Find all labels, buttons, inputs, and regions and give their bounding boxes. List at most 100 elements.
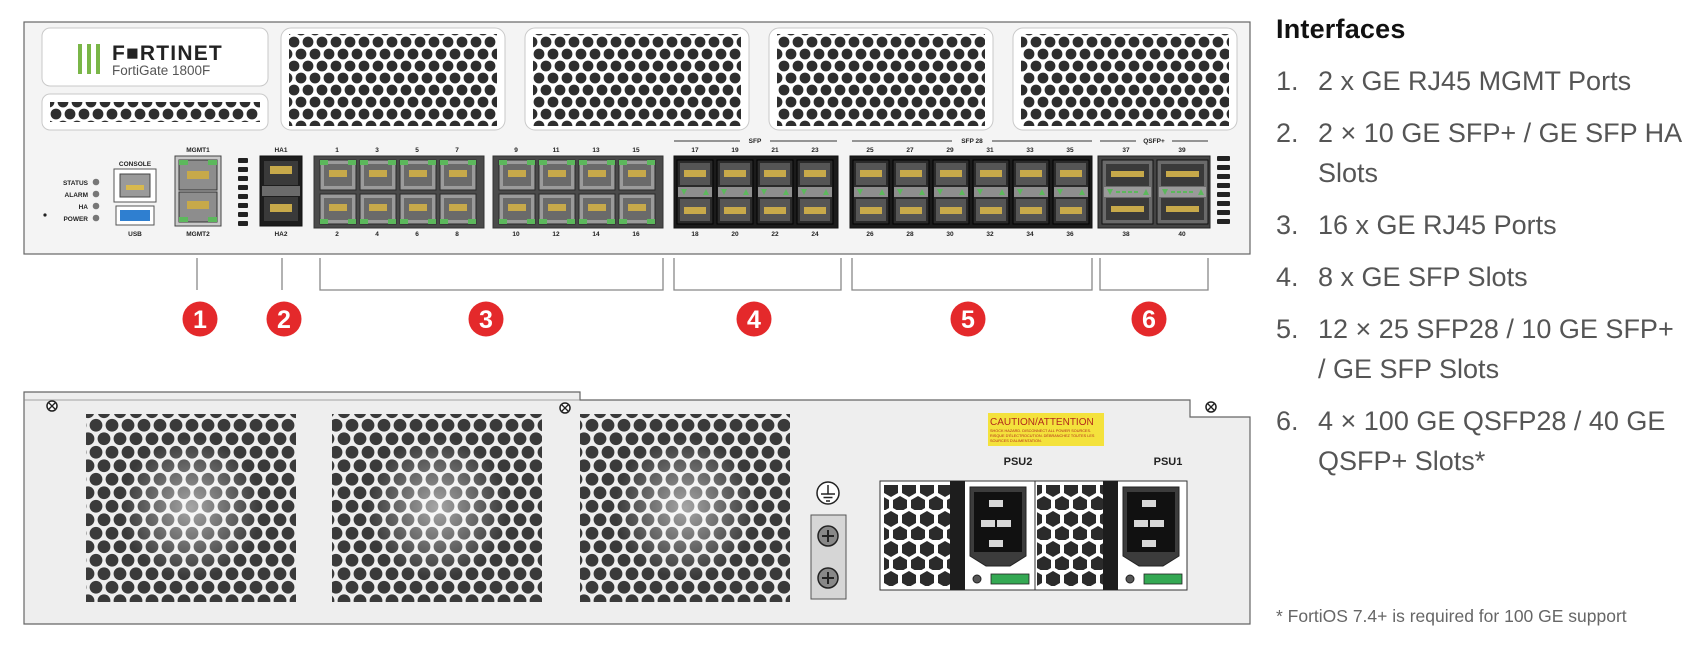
port-label: 32 [986, 231, 994, 238]
item-label: 8 x GE SFP Slots [1318, 262, 1528, 292]
sfp-group-label: SFP [749, 138, 762, 145]
mgmt1-label: MGMT1 [186, 147, 210, 154]
rj45-port [538, 159, 576, 191]
item-number: 1. [1276, 66, 1299, 96]
caution-label: CAUTION/ATTENTION SHOCK HAZARD. DISCONNE… [988, 413, 1104, 446]
sfp-cage [756, 159, 794, 225]
port-label: 12 [552, 231, 560, 238]
callout-number: 5 [961, 306, 975, 334]
ha1-label: HA1 [274, 147, 287, 154]
sfp-cage [1012, 159, 1050, 225]
rj45-port [399, 159, 437, 191]
fortinet-logo: F■RTINET FortiGate 1800F [78, 42, 223, 78]
led-label-alarm: ALARM [65, 192, 88, 199]
led-label-status: STATUS [63, 180, 89, 187]
usb-label: USB [128, 231, 142, 238]
callout-5 [950, 301, 986, 337]
psu-status-led [990, 573, 1030, 585]
callout-4 [736, 301, 772, 337]
port-label: 17 [691, 147, 699, 154]
front-top-vents [280, 27, 1238, 131]
fan-grilles [86, 414, 790, 602]
item-number: 3. [1276, 210, 1299, 240]
brand-name: F■RTINET [112, 42, 223, 65]
led-triangle-icon [801, 189, 807, 195]
port-label: 8 [455, 231, 459, 238]
led-triangle-icon [703, 189, 709, 195]
port-label: 6 [415, 231, 419, 238]
port-label: 20 [731, 231, 739, 238]
sfp28-labels: 25 27 29 31 33 35 26 28 30 32 34 36 [866, 147, 1074, 238]
led-triangle-icon [1162, 189, 1168, 195]
sfp-cage [796, 159, 834, 225]
item-label: 2 × 10 GE SFP+ / GE SFP HA Slots [1318, 118, 1681, 188]
rj45-top-labels: 1 3 5 7 9 11 13 15 [335, 147, 640, 154]
sfp-cage [852, 159, 890, 225]
sfp-ports: SFP [673, 135, 839, 229]
rj45-port [498, 159, 536, 191]
interfaces-list: 1. 2 x GE RJ45 MGMT Ports 2. 2 × 10 GE S… [1276, 61, 1686, 481]
rj45-port [498, 193, 536, 225]
led-triangle-icon [721, 189, 727, 195]
front-panel: F■RTINET FortiGate 1800F STATUS ALARM HA… [23, 21, 1251, 255]
qsfp-group-label: QSFP+ [1143, 138, 1165, 145]
port-label: 35 [1066, 147, 1074, 154]
sfp28-ports: SFP 28 [849, 135, 1093, 229]
port-label: 2 [335, 231, 339, 238]
device-diagram: F■RTINET FortiGate 1800F STATUS ALARM HA… [23, 21, 1251, 625]
rj45-port [439, 159, 477, 191]
port-label: 30 [946, 231, 954, 238]
port-label: 15 [632, 147, 640, 154]
qsfp-cage [1101, 159, 1154, 225]
psu-vent [884, 485, 950, 586]
mgmt2-label: MGMT2 [186, 231, 210, 238]
caution-line: SHOCK HAZARD. DISCONNECT ALL POWER SOURC… [990, 429, 1091, 433]
sfp-cage [716, 159, 754, 225]
item-number: 4. [1276, 262, 1299, 292]
rj45-port [618, 193, 656, 225]
sfp-cage [932, 159, 970, 225]
rj45-port [578, 159, 616, 191]
port-label: 40 [1178, 231, 1186, 238]
port-label: 25 [866, 147, 874, 154]
caution-line: RISQUE D'ÉLECTROCUTION. DÉBRANCHEZ TOUTE… [990, 433, 1095, 438]
sfp-cage [676, 159, 714, 225]
port-label: 33 [1026, 147, 1034, 154]
sfp-labels: 17 19 21 23 18 20 22 24 [691, 147, 819, 238]
item-number: 5. [1276, 314, 1299, 344]
led-triangle-icon [897, 189, 903, 195]
port-label: 7 [455, 147, 459, 154]
item-label: 16 x GE RJ45 Ports [1318, 210, 1557, 240]
rj45-port [319, 159, 357, 191]
led-triangle-icon [1057, 189, 1063, 195]
rj45-port [319, 193, 357, 225]
list-item: 6. 4 × 100 GE QSFP28 / 40 GE QSFP+ Slots… [1276, 401, 1686, 481]
sfp-cage [972, 159, 1010, 225]
led-triangle-icon [681, 189, 687, 195]
rj45-ports [313, 155, 664, 229]
callout-3 [468, 301, 504, 337]
ha-ports: HA1 HA2 [238, 147, 303, 238]
item-label: 12 × 25 SFP28 / 10 GE SFP+ / GE SFP Slot… [1318, 314, 1674, 384]
status-leds: STATUS ALARM HA POWER [43, 178, 100, 223]
list-item: 4. 8 x GE SFP Slots [1276, 257, 1686, 297]
port-label: 37 [1122, 147, 1130, 154]
port-label: 28 [906, 231, 914, 238]
callout-2 [266, 301, 302, 337]
port-label: 1 [335, 147, 339, 154]
list-item: 3. 16 x GE RJ45 Ports [1276, 205, 1686, 245]
rj45-port [578, 193, 616, 225]
callouts: 1 2 3 4 5 6 [182, 258, 1209, 337]
port-label: 4 [375, 231, 379, 238]
interfaces-panel: Interfaces 1. 2 x GE RJ45 MGMT Ports 2. … [1276, 14, 1686, 493]
callout-number: 3 [479, 306, 493, 334]
port-label: 11 [553, 147, 560, 154]
psu1-label: PSU1 [1154, 456, 1183, 468]
led-triangle-icon [1143, 189, 1149, 195]
led-triangle-icon [959, 189, 965, 195]
callout-6 [1131, 301, 1167, 337]
rj45-port [399, 193, 437, 225]
back-panel: CAUTION/ATTENTION SHOCK HAZARD. DISCONNE… [23, 391, 1251, 625]
port-label: 27 [906, 147, 914, 154]
led-triangle-icon [977, 189, 983, 195]
